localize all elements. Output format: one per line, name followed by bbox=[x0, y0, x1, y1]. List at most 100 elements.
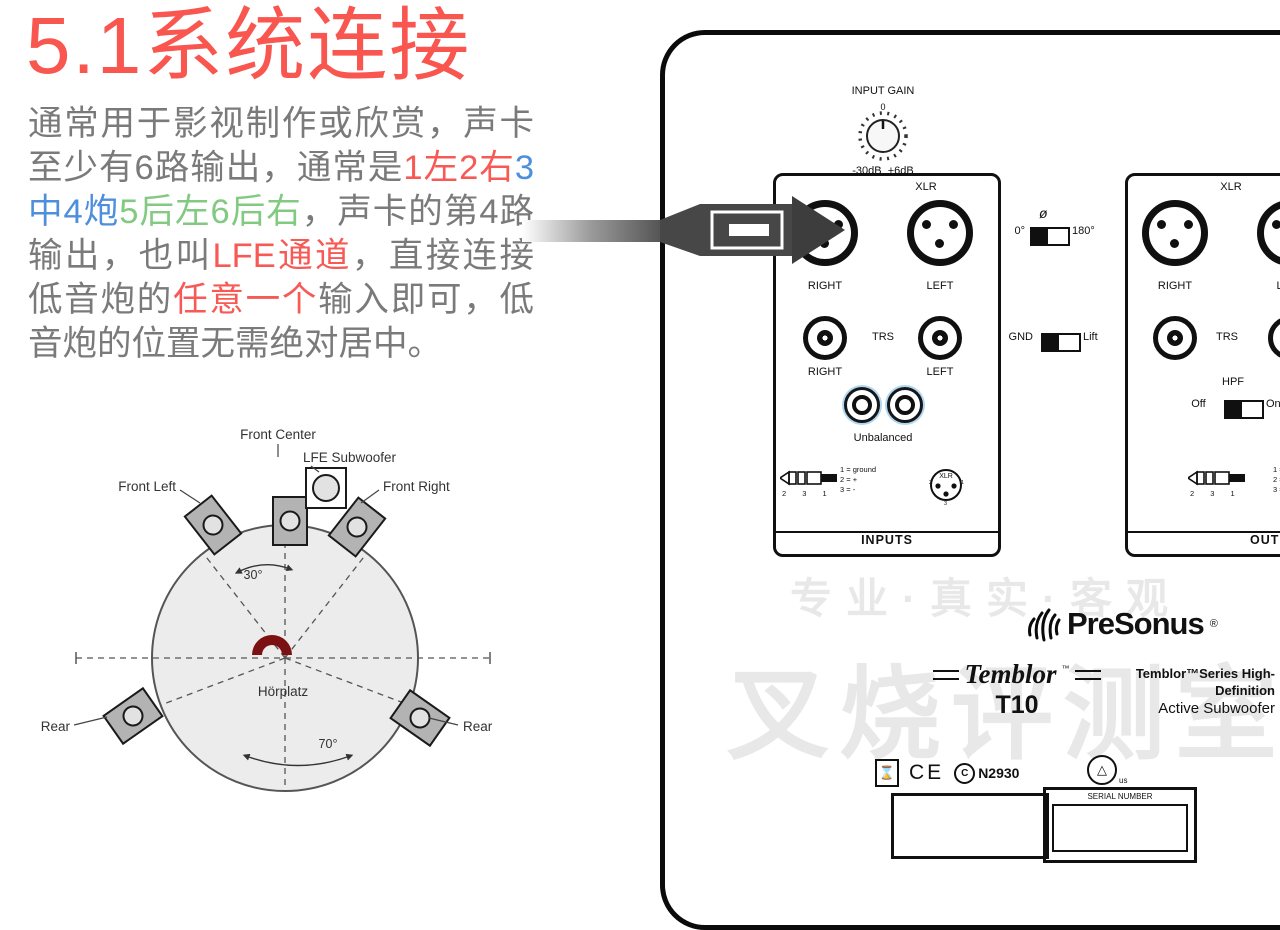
subwoofer-rear-panel: 专业·真实·客观 叉烧评测室 INPUT GAIN 0 -30dB +6dB X… bbox=[660, 30, 1280, 930]
label-rear-right: Rear bbox=[463, 719, 493, 734]
pin-legend: 1 = ground 2 = + 3 = - bbox=[840, 465, 876, 495]
lift-label: Lift bbox=[1083, 331, 1098, 343]
cable-bar bbox=[522, 220, 660, 242]
registered-mark: ® bbox=[1209, 618, 1218, 630]
xlr-output-left bbox=[1257, 200, 1280, 266]
xlr-pin bbox=[820, 239, 829, 248]
trs-plug-pin-numbers: 2 3 1 bbox=[782, 489, 834, 498]
hpf-off-label: Off bbox=[1191, 398, 1206, 410]
gnd-label: GND bbox=[1008, 331, 1033, 343]
para-seg-blue: 3中4炮 bbox=[28, 149, 535, 231]
temblor-logo: Temblor ™ bbox=[927, 659, 1107, 690]
label-rear-angle: 70° bbox=[319, 737, 338, 751]
temblor-wordmark: Temblor bbox=[964, 659, 1057, 689]
xlr-output-right bbox=[1142, 200, 1208, 266]
pin-legend-1: 1 = bbox=[1273, 465, 1280, 474]
speaker-front-center bbox=[272, 496, 308, 546]
xlr-pin bbox=[922, 220, 931, 229]
input-gain-label: INPUT GAIN bbox=[851, 85, 915, 97]
inputs-box: XLR RIGHT LEFT TRS RIGHT LEFT Unbalanced… bbox=[773, 173, 1001, 557]
label-listening-position: Hörplatz bbox=[258, 684, 309, 699]
inputs-section-label: INPUTS bbox=[861, 533, 913, 547]
inputs-divider bbox=[776, 531, 998, 533]
hpf-on-label: On bbox=[1266, 398, 1280, 410]
tuv-us-label: us bbox=[1119, 776, 1128, 785]
rca-input-left bbox=[887, 387, 923, 423]
tuv-triangle-icon: △ bbox=[1087, 755, 1117, 785]
cable-plug-arrow bbox=[522, 196, 845, 264]
c-tick-circle-icon: C bbox=[954, 762, 976, 784]
tuv-mark: △ us bbox=[1087, 755, 1127, 785]
presonus-logo: PreSonus ® bbox=[1025, 605, 1218, 643]
xlr-pin-num: 3 bbox=[944, 501, 947, 507]
xlr-input-left bbox=[907, 200, 973, 266]
xlr-pin-num: 1 bbox=[961, 480, 964, 486]
pin-legend-2: 2 = + bbox=[840, 475, 858, 484]
xlr-pin bbox=[949, 220, 958, 229]
inputs-xlr-label: XLR bbox=[915, 181, 937, 193]
outputs-divider bbox=[1128, 531, 1280, 533]
watermark-site-name: 叉烧评测室 bbox=[727, 658, 1280, 772]
outputs-section-label: OUTPUTS bbox=[1250, 533, 1280, 547]
watermark-slogan: 专业·真实·客观 bbox=[790, 575, 1182, 622]
serial-number-box: SERIAL NUMBER bbox=[1043, 787, 1197, 863]
arrow-head bbox=[792, 196, 845, 264]
trs-plug-icon bbox=[780, 470, 837, 486]
model-number: T10 bbox=[995, 691, 1039, 719]
label-rear-left: Rear bbox=[41, 719, 71, 734]
inputs-right-label: RIGHT bbox=[807, 280, 843, 292]
speaker-front-left bbox=[183, 494, 243, 556]
serial-number-field bbox=[1052, 804, 1188, 852]
para-seg: ，直接连接低音炮的 bbox=[28, 237, 534, 319]
trademark: ™ bbox=[1061, 664, 1070, 673]
plug-window bbox=[710, 210, 784, 250]
trs-plug-pin-numbers: 2 3 1 bbox=[1190, 489, 1242, 498]
xlr-pinout-label: XLR bbox=[939, 473, 953, 480]
logo-rule-left bbox=[933, 669, 960, 680]
phase-180-label: 180° bbox=[1072, 225, 1095, 237]
pin-legend-2: 2 = bbox=[1273, 475, 1280, 484]
rear-angle-arrow bbox=[242, 753, 354, 767]
c-tick-mark: C N2930 bbox=[954, 762, 1019, 784]
inputs-trs-label: TRS bbox=[872, 331, 894, 343]
xlr-pinout-icon: XLR 2 1 3 bbox=[929, 469, 964, 507]
trs-output-left bbox=[1268, 316, 1280, 360]
xlr-pin bbox=[1184, 220, 1193, 229]
trs-input-left bbox=[918, 316, 962, 360]
trs-plug-icon bbox=[1188, 470, 1245, 486]
input-gain-knob: 0 bbox=[858, 102, 908, 161]
label-front-right: Front Right bbox=[383, 479, 450, 494]
pin-legend-3: 3 = bbox=[1273, 485, 1280, 494]
outputs-left-label: LEFT bbox=[1276, 280, 1280, 292]
hpf-switch bbox=[1224, 400, 1264, 419]
phase-symbol: ø bbox=[1039, 205, 1048, 221]
speaker-rear-right bbox=[389, 688, 451, 748]
label-front-center: Front Center bbox=[240, 427, 316, 442]
para-seg: 通常用于影视制作或欣赏，声卡至少有6路输出，通常是 bbox=[28, 105, 534, 187]
inputs-trs-right-label: RIGHT bbox=[807, 366, 843, 378]
ce-mark: CE bbox=[909, 761, 945, 784]
plug-dash bbox=[729, 224, 769, 236]
ground-lift-switch bbox=[1041, 333, 1081, 352]
presonus-wordmark: PreSonus bbox=[1067, 606, 1205, 641]
xlr-pin bbox=[1170, 239, 1179, 248]
pin-legend: 1 = 2 = 3 = bbox=[1273, 465, 1280, 495]
speaker-placement-diagram: Front Center LFE Subwoofer Front Left Fr… bbox=[41, 427, 493, 792]
inputs-trs-left-label: LEFT bbox=[926, 366, 954, 378]
barcode-box bbox=[891, 793, 1049, 859]
para-seg-green: 5后左6后右 bbox=[119, 193, 302, 231]
xlr-pin bbox=[834, 220, 843, 229]
knob-zero-label: 0 bbox=[880, 102, 885, 112]
hpf-label: HPF bbox=[1222, 376, 1244, 388]
xlr-pin bbox=[1157, 220, 1166, 229]
axis-end-ticks bbox=[75, 652, 491, 664]
outputs-right-label: RIGHT bbox=[1157, 280, 1193, 292]
certification-row: ⌛ CE C N2930 bbox=[875, 759, 1019, 787]
para-seg-red: 1左2右 bbox=[403, 149, 515, 187]
trs-input-right bbox=[803, 316, 847, 360]
phase-0-label: 0° bbox=[1014, 225, 1025, 237]
outputs-trs-label: TRS bbox=[1216, 331, 1238, 343]
xlr-pin bbox=[935, 239, 944, 248]
pin-legend-1: 1 = ground bbox=[840, 465, 877, 474]
para-seg: 输入即可，低音炮的位置无需绝对居中。 bbox=[28, 281, 535, 363]
